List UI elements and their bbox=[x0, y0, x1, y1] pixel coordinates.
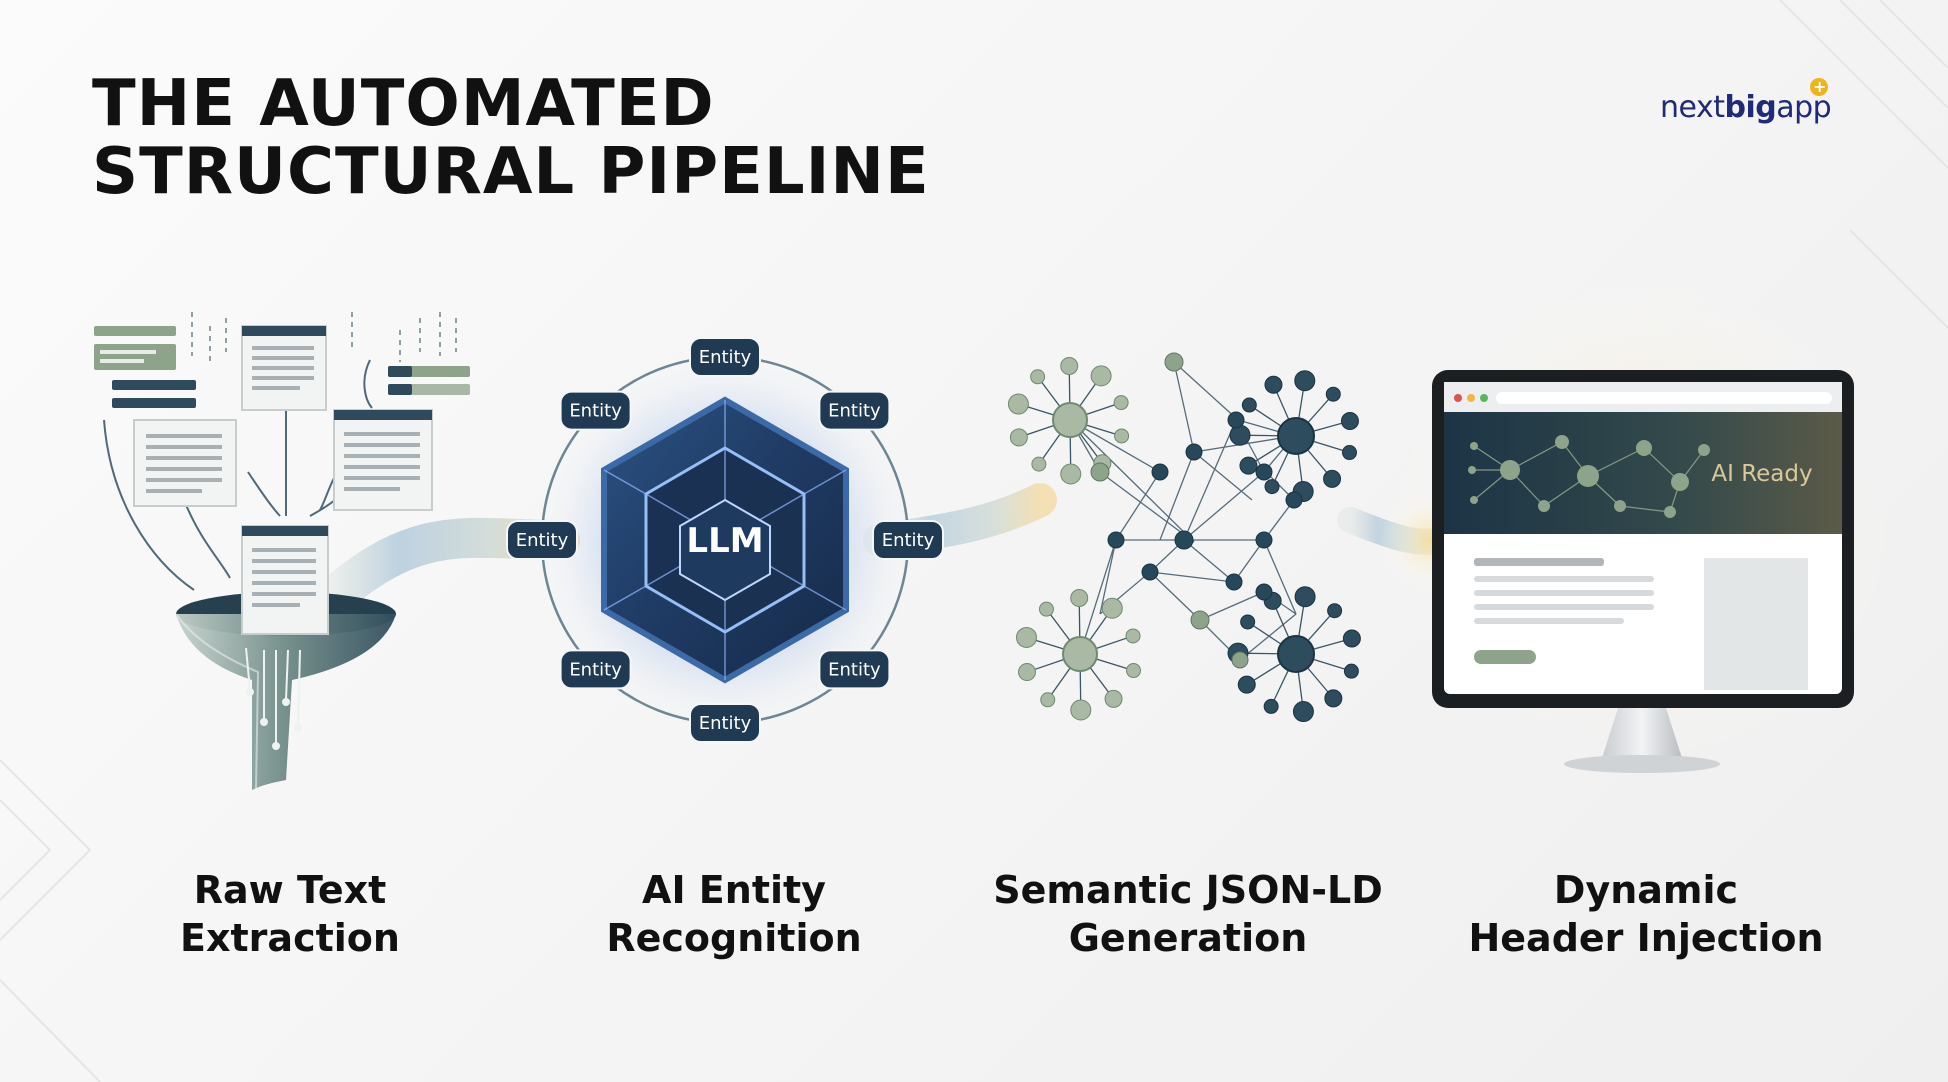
stage-label-ai-entity: AI Entity Recognition bbox=[524, 866, 944, 962]
graph-node bbox=[1125, 663, 1141, 679]
entity-badge: Entity bbox=[818, 649, 891, 690]
stage-line-2: Header Injection bbox=[1468, 916, 1824, 960]
graph-hub-node bbox=[1277, 417, 1315, 455]
graph-node bbox=[1294, 370, 1316, 392]
entity-label: Entity bbox=[828, 401, 881, 422]
stage-label-raw-text: Raw Text Extraction bbox=[80, 866, 500, 962]
graph-node bbox=[1101, 597, 1123, 619]
graph-node bbox=[1060, 463, 1082, 485]
graph-node bbox=[1327, 603, 1343, 619]
graph-node bbox=[1264, 375, 1283, 394]
graph-node bbox=[1125, 628, 1141, 644]
graph-node bbox=[1009, 428, 1028, 447]
document-card bbox=[241, 525, 329, 635]
graph-node bbox=[1090, 365, 1112, 387]
entity-label: Entity bbox=[882, 530, 935, 551]
graph-node bbox=[1292, 701, 1314, 723]
graph-node bbox=[1343, 663, 1359, 679]
graph-node bbox=[1070, 589, 1089, 608]
graph-node bbox=[1060, 357, 1079, 376]
dynamic-header-injection-illustration: AI Ready bbox=[1382, 270, 1902, 773]
stage-label-json-ld: Semantic JSON-LD Generation bbox=[978, 866, 1398, 962]
graph-node bbox=[1031, 456, 1047, 472]
graph-node bbox=[1040, 692, 1056, 708]
graph-node bbox=[1113, 395, 1129, 411]
page-title: THE AUTOMATED STRUCTURAL PIPELINE bbox=[92, 70, 930, 206]
document-card bbox=[241, 325, 327, 411]
monitor-icon: AI Ready bbox=[1432, 370, 1854, 773]
entity-label: Entity bbox=[569, 401, 622, 422]
graph-cluster bbox=[1227, 586, 1361, 723]
graph-hub-node bbox=[1277, 635, 1315, 673]
stage-line-1: Dynamic bbox=[1553, 868, 1739, 912]
logo-text-next: next bbox=[1660, 90, 1725, 125]
graph-node bbox=[1294, 586, 1316, 608]
entity-badge: Entity bbox=[559, 390, 632, 431]
graph-hub-node bbox=[1062, 636, 1098, 672]
graph-node bbox=[1340, 411, 1359, 430]
entity-badge: Entity bbox=[689, 337, 761, 377]
stage-line-2: Extraction bbox=[180, 916, 400, 960]
graph-node bbox=[1240, 614, 1256, 630]
entity-ring: EntityEntityEntityEntityEntityEntityEnti… bbox=[506, 337, 944, 743]
graph-node bbox=[1342, 629, 1361, 648]
graph-node bbox=[1229, 424, 1251, 446]
raw-text-extraction-illustration bbox=[94, 312, 470, 791]
entity-badge: Entity bbox=[559, 649, 632, 690]
nextbigapp-logo: nextbig+app bbox=[1660, 78, 1832, 126]
title-line-2: STRUCTURAL PIPELINE bbox=[92, 135, 930, 209]
graph-node bbox=[1114, 428, 1130, 444]
logo-plus-icon: + bbox=[1810, 78, 1829, 96]
graph-cluster bbox=[1007, 357, 1130, 485]
document-card bbox=[133, 419, 237, 507]
graph-node bbox=[1263, 698, 1279, 714]
graph-node bbox=[1104, 689, 1123, 708]
document-card bbox=[333, 409, 433, 511]
graph-cluster bbox=[1229, 370, 1359, 503]
entity-badge: Entity bbox=[818, 390, 891, 431]
entity-label: Entity bbox=[699, 347, 752, 368]
title-line-1: THE AUTOMATED bbox=[92, 67, 715, 141]
entity-badge: Entity bbox=[506, 520, 578, 560]
stage-label-header-injection: Dynamic Header Injection bbox=[1436, 866, 1856, 962]
graph-node bbox=[1038, 601, 1054, 617]
graph-node bbox=[1070, 699, 1092, 721]
semantic-json-ld-graph bbox=[1007, 352, 1361, 723]
graph-node bbox=[1237, 675, 1256, 694]
graph-node bbox=[1239, 456, 1258, 475]
logo-text-app: app bbox=[1776, 90, 1832, 125]
stage-line-2: Recognition bbox=[606, 916, 862, 960]
graph-node bbox=[1241, 397, 1257, 413]
stage-line-1: Raw Text bbox=[193, 868, 387, 912]
stage-line-1: AI Entity bbox=[642, 868, 826, 912]
graph-node bbox=[1341, 445, 1357, 461]
ai-entity-recognition-illustration: LLM EntityEntityEntityEntityEntityEntity… bbox=[506, 337, 944, 743]
entity-label: Entity bbox=[516, 530, 569, 551]
llm-hexagon: LLM bbox=[601, 396, 849, 684]
graph-hub-node bbox=[1052, 402, 1088, 438]
graph-node bbox=[1323, 469, 1342, 488]
entity-label: Entity bbox=[828, 659, 881, 680]
stage-line-2: Generation bbox=[1068, 916, 1308, 960]
graph-node bbox=[1324, 689, 1343, 708]
graph-node bbox=[1007, 393, 1029, 415]
entity-badge: Entity bbox=[689, 703, 761, 743]
graph-node bbox=[1264, 479, 1280, 495]
graph-node bbox=[1325, 386, 1341, 402]
graph-node bbox=[1030, 369, 1046, 385]
entity-label: Entity bbox=[699, 713, 752, 734]
entity-label: Entity bbox=[569, 659, 622, 680]
stage-line-1: Semantic JSON-LD bbox=[993, 868, 1383, 912]
llm-label: LLM bbox=[686, 521, 763, 561]
logo-text-big: big+ bbox=[1724, 78, 1829, 125]
graph-cluster bbox=[1016, 589, 1141, 721]
graph-node bbox=[1016, 626, 1038, 648]
entity-badge: Entity bbox=[872, 520, 944, 560]
graph-node bbox=[1017, 663, 1036, 682]
ai-ready-label: AI Ready bbox=[1711, 461, 1812, 487]
